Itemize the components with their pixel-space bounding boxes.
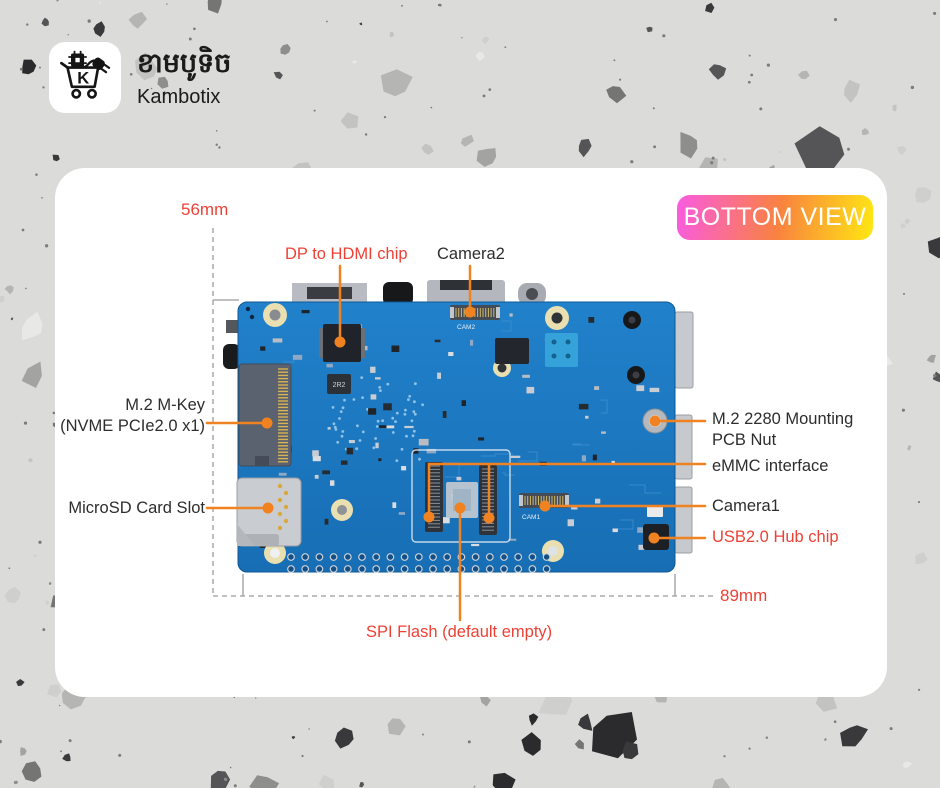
- label-m2-2280-mounting-pcb-nut: M.2 2280 Mounting PCB Nut: [712, 409, 853, 451]
- label-camera2: Camera2: [437, 245, 505, 263]
- chip-icon: [68, 50, 87, 67]
- brand-khmer-title: ខាមបូទិច: [137, 47, 232, 78]
- leader-dots: [261, 306, 661, 544]
- content-card: CAM2 CAM1 2R2: [55, 168, 887, 697]
- audio-jack-silhouette: [383, 282, 413, 305]
- silkscreen-cam1: CAM1: [522, 514, 540, 521]
- plug-icon: [81, 57, 111, 73]
- label-dp-to-hdmi-chip: DP to HDMI chip: [285, 245, 408, 263]
- left-port-stub: [226, 320, 239, 333]
- board-diagram: CAM2 CAM1 2R2: [205, 228, 717, 622]
- label-microsd-card-slot: MicroSD Card Slot: [68, 499, 205, 517]
- left-audio-jack-silhouette: [223, 344, 240, 369]
- m2-slot: [238, 363, 292, 467]
- mounting-holes: [245, 303, 645, 564]
- label-emmc-interface: eMMC interface: [712, 457, 829, 475]
- dimension-lines: [212, 228, 717, 597]
- right-port-silhouette: [674, 486, 693, 554]
- label-m2-m-key: M.2 M-Key (NVME PCIe2.0 x1): [60, 395, 205, 437]
- silkscreen-2r2: 2R2: [333, 382, 346, 389]
- cart-letter: K: [77, 68, 89, 87]
- label-nut-line1: M.2 2280 Mounting: [712, 410, 854, 428]
- dimension-height-label: 56mm: [181, 200, 229, 219]
- label-usb2-hub-chip: USB2.0 Hub chip: [712, 528, 839, 546]
- inductor-2r2: [327, 374, 351, 394]
- silkscreen-cam2: CAM2: [457, 324, 475, 331]
- label-spi-flash: SPI Flash (default empty): [366, 623, 553, 641]
- right-port-silhouette: [674, 311, 694, 389]
- qfn-chip: [495, 338, 529, 364]
- label-nut-line2: PCB Nut: [712, 431, 777, 449]
- cart-icon: K: [60, 50, 111, 99]
- gpio-pin-holes: [287, 553, 551, 573]
- pcb-components-decoration: [248, 310, 661, 554]
- brand-logo: K ខាមបូទិច Kambotix: [49, 42, 231, 113]
- dimension-width-label: 89mm: [720, 586, 768, 605]
- right-port-silhouette: [674, 414, 693, 480]
- pcb-board: [237, 301, 676, 573]
- label-m2-m-key-line1: M.2 M-Key: [125, 396, 205, 414]
- leader-lines: [205, 264, 707, 622]
- bottom-view-badge: BOTTOM VIEW: [677, 195, 873, 240]
- brand-logo-box: K: [49, 42, 121, 113]
- label-camera1: Camera1: [712, 497, 780, 515]
- brand-name: Kambotix: [137, 85, 221, 108]
- teal-pad-patch: [545, 333, 578, 367]
- label-m2-m-key-line2: (NVME PCIe2.0 x1): [60, 417, 205, 435]
